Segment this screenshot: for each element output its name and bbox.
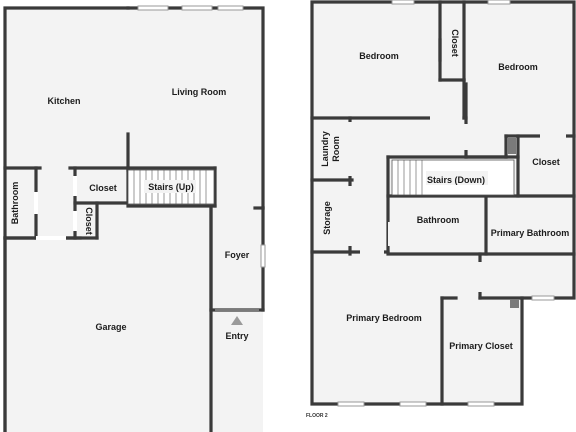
room-label-bedroom-1: Bedroom [359,51,399,61]
room-label-primary-bathroom: Primary Bathroom [491,228,570,238]
room-label-laundry-line2: Room [331,136,341,162]
floor-2: Bedroom Closet Bedroom Laundry Room Stai… [306,0,576,419]
stairs-up [127,169,215,205]
duct-icon [510,299,519,308]
window [399,401,427,407]
room-label-closet-top: Closet [450,29,460,57]
entry-arrow-icon [231,316,243,325]
floor-label: FLOOR 2 [306,413,328,419]
room-label-garage: Garage [95,322,126,332]
room-label-stairs-down: Stairs (Down) [427,175,485,185]
room-label-storage: Storage [322,201,332,235]
room-label-closet: Closet [89,183,117,193]
room-label-primary-closet: Primary Closet [449,341,513,351]
room-label-primary-bedroom: Primary Bedroom [346,313,422,323]
room-label-laundry-line1: Laundry [320,131,330,167]
floor-1: Kitchen Living Room Closet Stairs (Up) B… [3,5,266,432]
window [487,0,511,5]
duct-icon [507,138,516,154]
window [137,5,169,11]
window [337,401,365,407]
floor1-top-wall [126,6,265,210]
room-label-laundry-room: Laundry Room [320,131,341,167]
room-label-closet-small: Closet [84,207,94,235]
window [391,0,415,5]
room-label-living-room: Living Room [172,87,227,97]
stairs-down [391,159,515,196]
room-label-entry: Entry [225,331,248,341]
window [531,295,555,301]
room-label-foyer: Foyer [225,250,250,260]
room-label-closet-right: Closet [532,157,560,167]
room-label-bedroom-2: Bedroom [498,62,538,72]
window [181,5,213,11]
window [217,5,244,11]
room-label-bathroom: Bathroom [10,182,20,225]
room-label-kitchen: Kitchen [47,96,80,106]
window [467,401,495,407]
window [260,244,266,268]
room-label-stairs-up: Stairs (Up) [148,182,194,192]
room-label-bathroom: Bathroom [417,215,460,225]
